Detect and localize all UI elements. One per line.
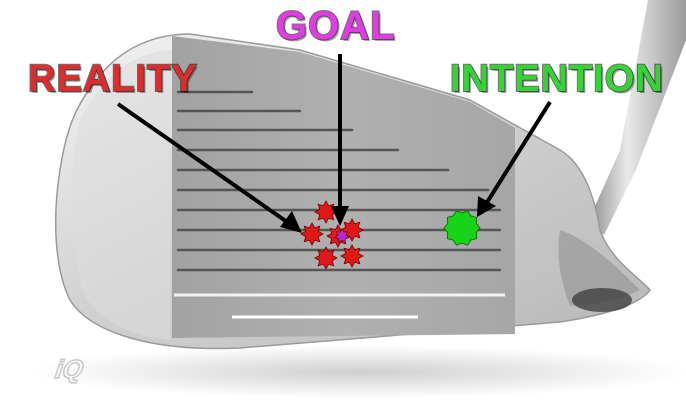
goal-label: GOAL [276,4,396,49]
reality-shot-marker [301,223,323,245]
club-shaft [588,0,686,235]
reality-shot-marker [341,245,363,267]
reality-shot-marker [315,247,337,269]
hosel-base [572,288,632,312]
ground-shadow [30,346,686,398]
intention-label: INTENTION [450,58,664,101]
reality-label: REALITY [28,58,198,101]
